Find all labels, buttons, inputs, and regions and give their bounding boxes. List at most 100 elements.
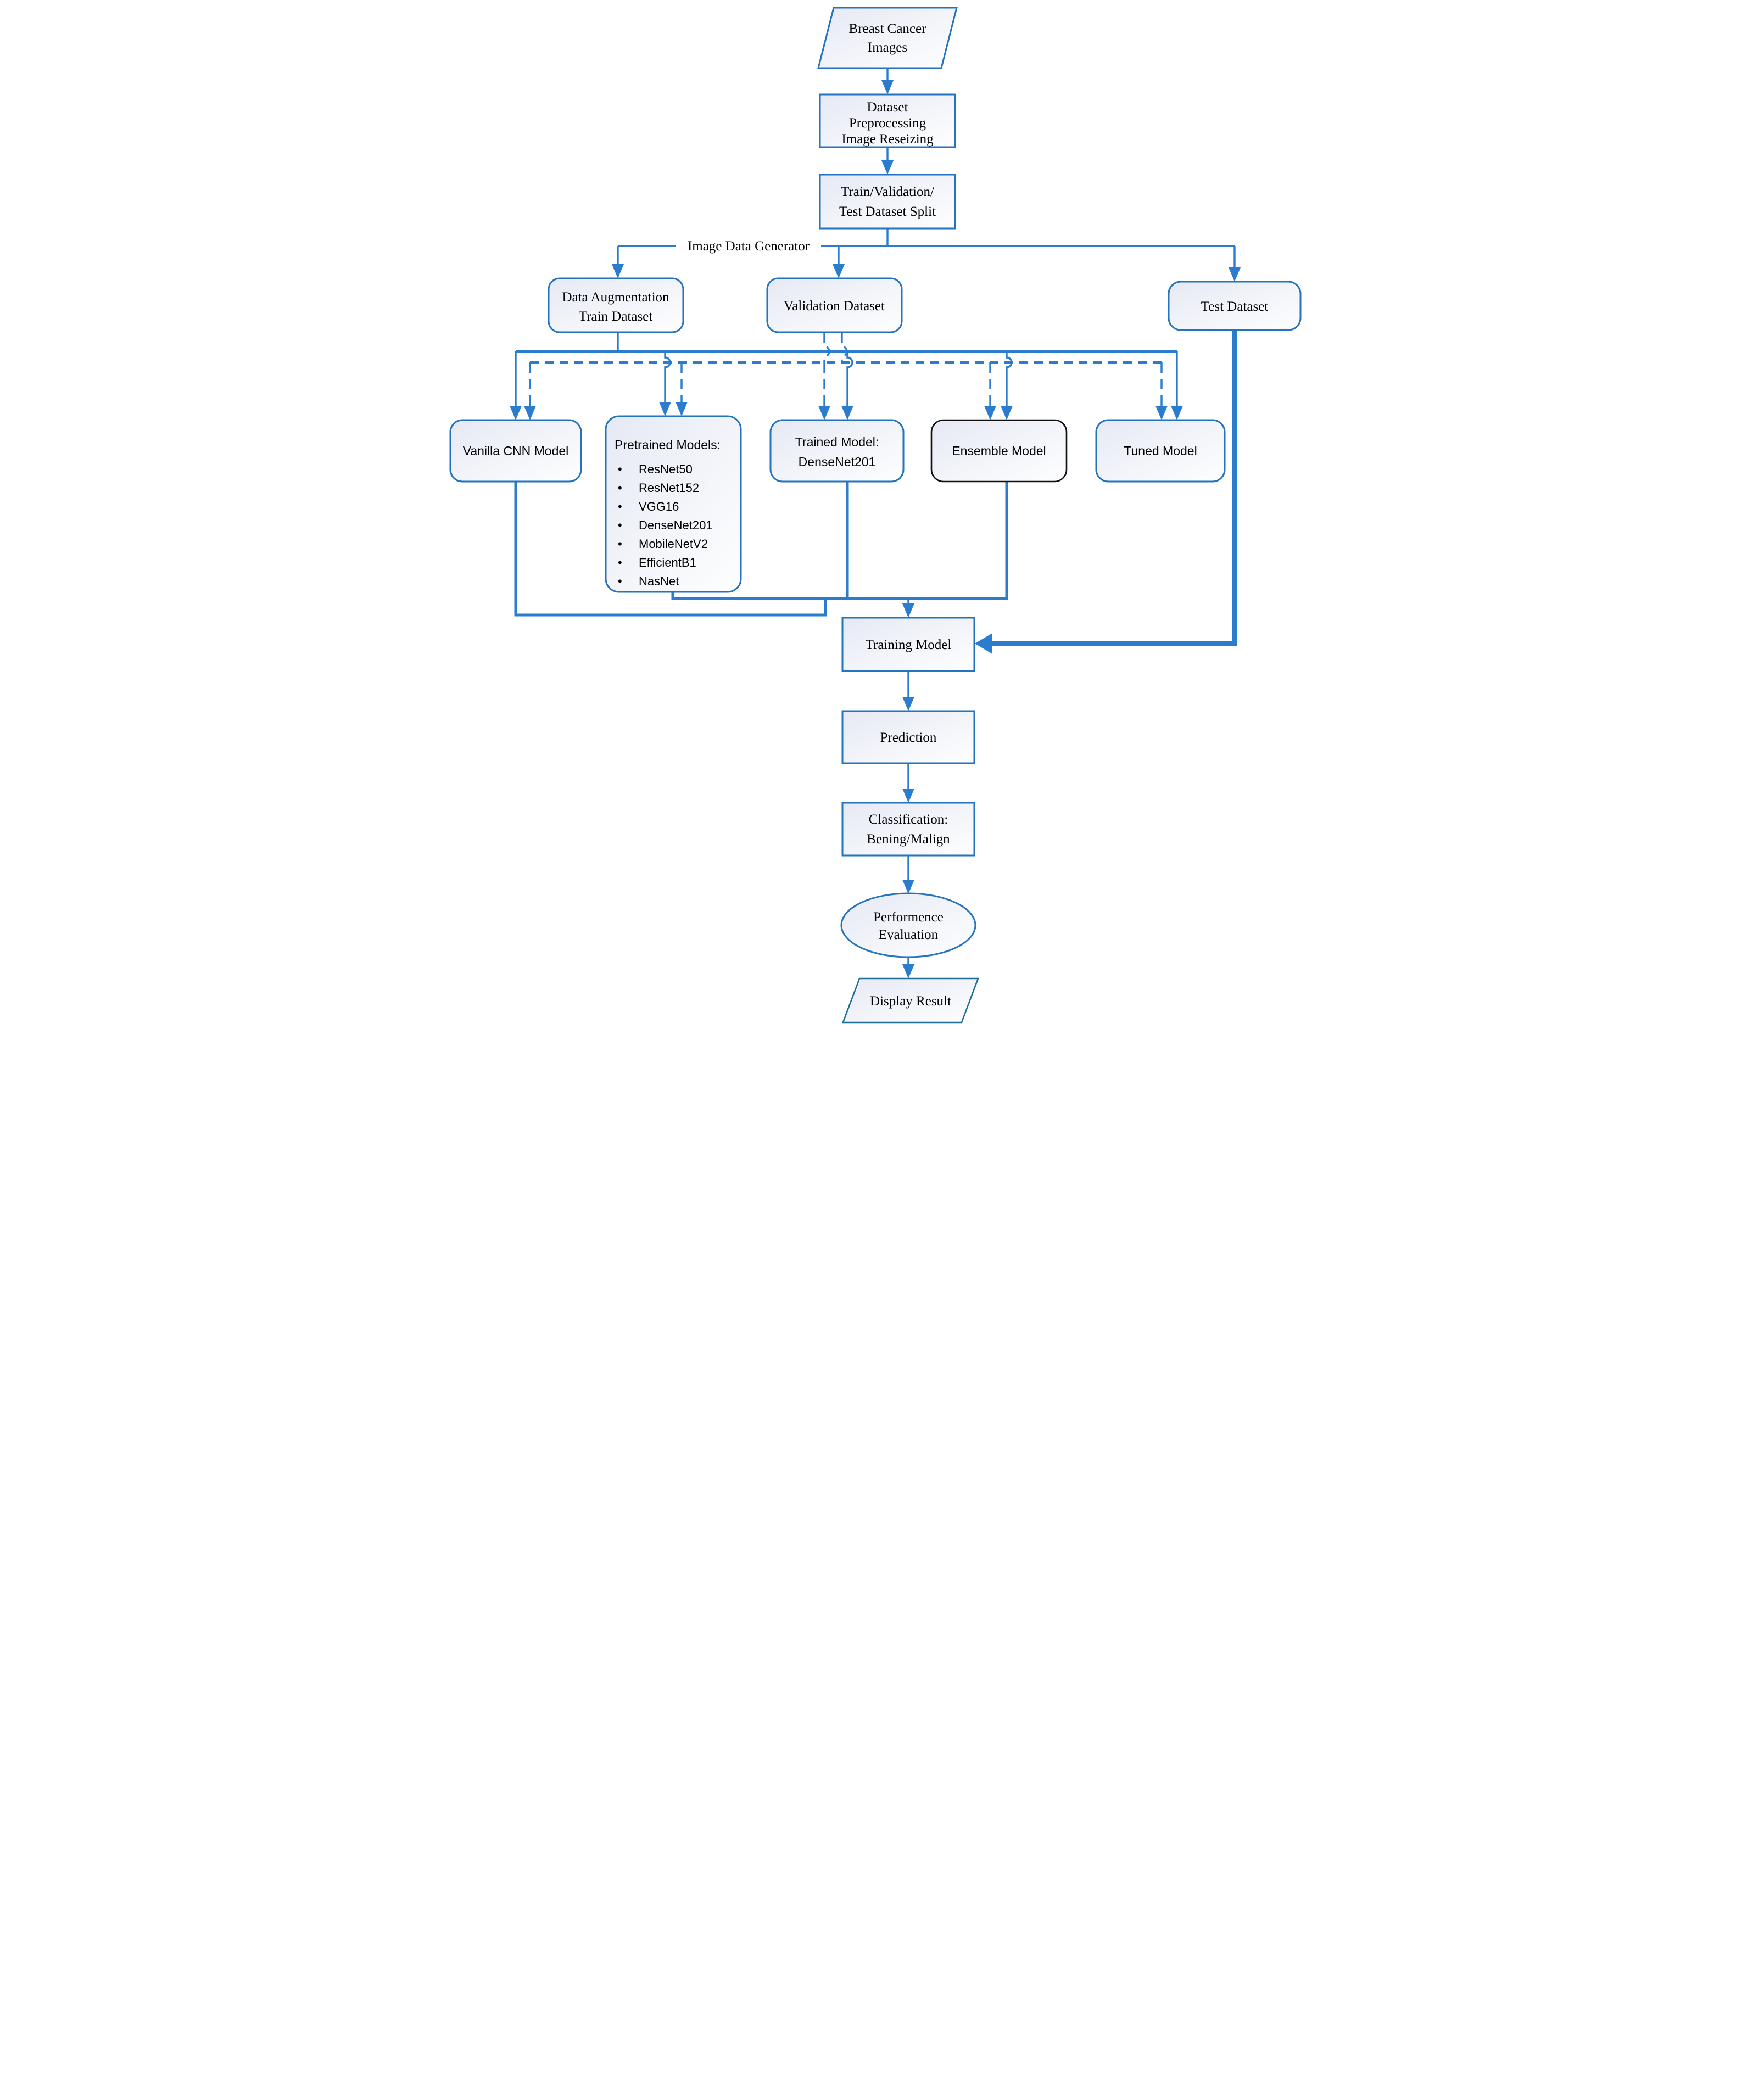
classification-shape	[841, 802, 975, 857]
list-item: ResNet152	[639, 481, 699, 495]
training-model-label: Training Model	[866, 638, 952, 652]
breast-cancer-images-label2: Images	[868, 40, 907, 55]
collector-lower	[514, 482, 827, 617]
breast-cancer-images-shape	[817, 7, 958, 69]
breast-cancer-images-label: Breast Cancer	[849, 21, 927, 36]
tuned-model-shape	[1095, 419, 1226, 483]
node-data-augmentation: Data Augmentation Train Dataset	[548, 277, 684, 333]
display-result-shape	[842, 977, 979, 1024]
trained-model-shape	[769, 419, 905, 483]
validation-dataset-label: Validation Dataset	[784, 299, 885, 314]
dataset-preprocessing-shape	[819, 93, 956, 148]
classification-label2: Bening/Malign	[867, 832, 950, 847]
dataset-preprocessing-label: Dataset	[867, 100, 908, 115]
list-item: EfficientB1	[639, 556, 696, 569]
list-item: NasNet	[639, 574, 679, 588]
dashed-drop-trained	[818, 362, 830, 420]
connectors	[510, 68, 1241, 978]
flowchart-canvas: Breast Cancer Images Dataset Preprocessi…	[449, 7, 1302, 1024]
test-dataset-shape	[1168, 281, 1302, 331]
list-item: ResNet50	[639, 462, 693, 476]
bullet-icon: •	[618, 500, 622, 513]
prediction-shape	[841, 710, 975, 764]
dashed-drop-pretrained	[676, 362, 688, 416]
connector-generator-to-validation	[833, 246, 845, 278]
connector-preprocessing-to-split	[881, 147, 894, 175]
bullet-icon: •	[618, 537, 622, 551]
solid-drop-ensemble	[1001, 351, 1013, 420]
ensemble-model-shape	[930, 419, 1068, 483]
ensemble-model-label: Ensemble Model	[952, 444, 1046, 458]
bullet-icon: •	[618, 574, 622, 588]
bullet-icon: •	[618, 518, 622, 532]
node-train-val-test-split: Train/Validation/ Test Dataset Split	[819, 174, 956, 230]
validation-dataset-shape	[766, 277, 903, 333]
training-model-shape	[841, 617, 975, 672]
data-augmentation-label2: Train Dataset	[579, 309, 653, 324]
solid-drop-pretrained	[659, 351, 671, 416]
solid-drop-vanilla	[510, 351, 522, 420]
bullet-icon: •	[618, 481, 622, 495]
list-item: MobileNetV2	[639, 537, 708, 551]
connector-generator-to-test	[1229, 246, 1241, 282]
tuned-model-label: Tuned Model	[1124, 444, 1197, 458]
connector-images-to-preprocessing	[881, 68, 894, 94]
train-val-test-split-label2: Test Dataset Split	[839, 204, 936, 219]
vanilla-cnn-shape	[449, 419, 582, 483]
node-performance-evaluation: Performence Evaluation	[840, 892, 976, 958]
collector-upper	[671, 482, 1008, 600]
performance-evaluation-label: Performence	[873, 910, 944, 925]
performance-evaluation-shape	[840, 892, 976, 958]
prediction-label: Prediction	[880, 730, 937, 745]
node-prediction: Prediction	[841, 710, 975, 764]
pretrained-models-list: • ResNet50 • ResNet152 • VGG16 • DenseNe…	[618, 462, 713, 588]
bullet-icon: •	[618, 556, 622, 569]
node-validation-dataset: Validation Dataset	[766, 277, 903, 333]
solid-drop-tuned	[1171, 351, 1183, 420]
node-ensemble-model: Ensemble Model	[930, 419, 1068, 483]
node-trained-model: Trained Model: DenseNet201	[769, 419, 905, 483]
solid-drop-trained	[841, 351, 853, 420]
bullet-icon: •	[618, 462, 622, 476]
node-dataset-preprocessing: Dataset Preprocessing Image Reseizing	[819, 93, 956, 148]
node-classification: Classification: Bening/Malign	[841, 802, 975, 857]
connector-prediction-to-classification	[902, 763, 914, 803]
node-training-model: Training Model	[841, 617, 975, 672]
connector-evaluation-to-display	[902, 957, 914, 978]
pretrained-models-shape	[605, 415, 742, 593]
validation-feed-a	[823, 332, 830, 362]
data-augmentation-shape	[548, 277, 684, 333]
node-breast-cancer-images: Breast Cancer Images	[817, 7, 958, 69]
dataset-preprocessing-label3: Image Reseizing	[841, 132, 934, 147]
dashed-drop-vanilla	[524, 362, 536, 420]
performance-evaluation-label2: Evaluation	[879, 927, 939, 942]
flowchart-page: Breast Cancer Images Dataset Preprocessi…	[441, 0, 1323, 1049]
data-augmentation-label: Data Augmentation	[562, 290, 669, 305]
node-pretrained-models: Pretrained Models: • ResNet50 • ResNet15…	[605, 415, 742, 593]
test-dataset-label: Test Dataset	[1201, 299, 1269, 314]
node-test-dataset: Test Dataset	[1168, 281, 1302, 331]
validation-feed-b	[841, 332, 848, 362]
display-result-label: Display Result	[870, 994, 951, 1009]
connector-test-to-training	[975, 330, 1237, 654]
train-val-test-split-shape	[819, 174, 956, 230]
dataset-preprocessing-label2: Preprocessing	[849, 116, 926, 131]
list-item: VGG16	[639, 500, 679, 513]
trained-model-label2: DenseNet201	[799, 455, 876, 469]
list-item: DenseNet201	[639, 518, 713, 532]
train-val-test-split-label: Train/Validation/	[841, 184, 934, 199]
dashed-drop-tuned	[1155, 362, 1168, 420]
image-data-generator-label: Image Data Generator	[688, 239, 810, 254]
trained-model-label: Trained Model:	[795, 435, 879, 449]
node-vanilla-cnn: Vanilla CNN Model	[449, 419, 582, 483]
pretrained-models-title: Pretrained Models:	[615, 438, 721, 452]
vanilla-cnn-label: Vanilla CNN Model	[463, 444, 569, 458]
connector-generator-to-data-augmentation	[612, 246, 624, 278]
connector-training-to-prediction	[902, 671, 914, 711]
classification-label: Classification:	[869, 812, 948, 827]
connector-classification-to-evaluation	[902, 855, 914, 894]
node-tuned-model: Tuned Model	[1095, 419, 1226, 483]
connector-collector-to-training	[902, 599, 914, 618]
dashed-drop-ensemble	[984, 362, 996, 420]
node-display-result: Display Result	[842, 977, 979, 1024]
